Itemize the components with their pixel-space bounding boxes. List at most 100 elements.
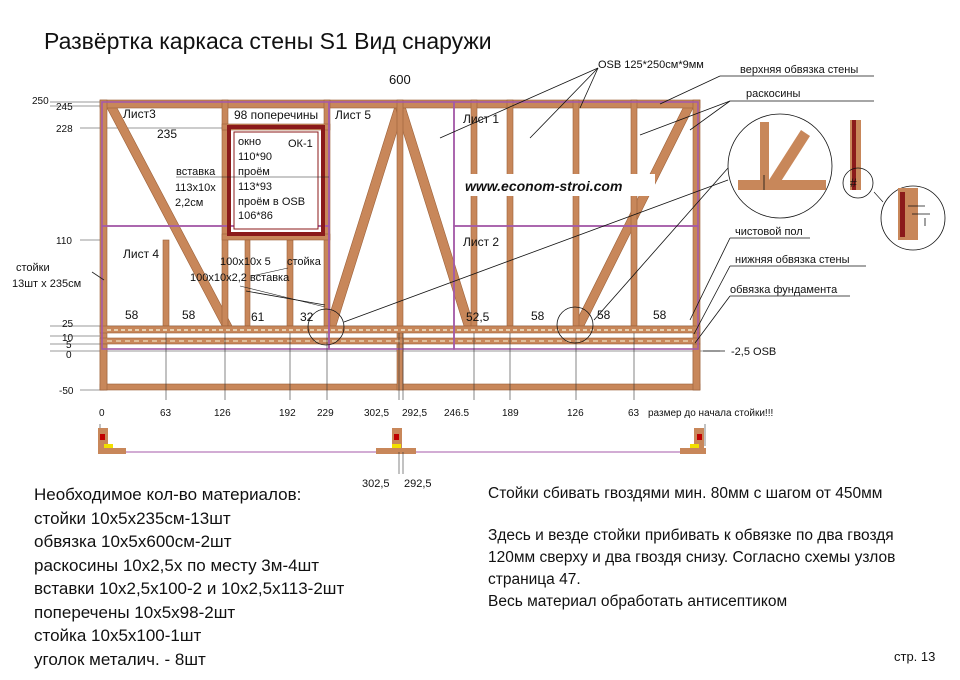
materials-item: уголок металич. - 8шт xyxy=(34,649,206,669)
note-line: 120мм сверху и два гвоздя снизу. Согласн… xyxy=(488,549,896,566)
osb-level-callout: -2,5 OSB xyxy=(731,346,776,358)
stud-word-label: стойка xyxy=(287,256,322,268)
materials-heading: Необходимое кол-во материалов: xyxy=(34,485,302,504)
materials-item: стойки 10x5x235см-13шт xyxy=(34,508,231,528)
materials-item: вставки 10x2,5x100-2 и 10x2,5x113-2шт xyxy=(34,579,345,598)
pier xyxy=(99,343,108,391)
brace-center-left xyxy=(325,105,406,327)
x-reference-lines xyxy=(165,333,635,400)
window-label-4: 113*93 xyxy=(238,181,272,193)
x-tick: 189 xyxy=(502,408,519,419)
pier xyxy=(692,343,701,391)
stud xyxy=(470,99,478,327)
plan-node-left xyxy=(98,428,126,454)
y-tick: 5 xyxy=(66,340,72,351)
braces-callout: раскосины xyxy=(746,88,801,100)
bottom-dim-label: 302,5 xyxy=(362,478,390,490)
stud xyxy=(162,239,170,327)
stud-leader xyxy=(239,285,326,308)
studs-label: 13шт x 235см xyxy=(12,278,81,290)
finish-floor-callout: чистовой пол xyxy=(735,226,803,238)
y-tick: -50 xyxy=(59,386,74,397)
website-watermark: www.econom-stroi.com xyxy=(465,178,622,194)
studs-label: стойки xyxy=(16,262,50,274)
y-tick: 10 xyxy=(62,333,74,344)
spacing-label: 58 xyxy=(597,308,611,322)
corner-detail-view xyxy=(727,113,833,219)
spacing-label: 58 xyxy=(182,308,196,322)
sheet-label: Лист 5 xyxy=(335,108,371,122)
x-tick: 302,5 xyxy=(364,408,389,419)
x-ticks-note: размер до начала стойки!!! xyxy=(648,408,773,419)
note-line: страница 47. xyxy=(488,571,581,588)
materials-list: Необходимое кол-во материалов: стойки 10… xyxy=(34,483,344,671)
window-label-5: проём в OSB xyxy=(238,196,305,208)
detail-connector xyxy=(873,191,884,203)
x-tick: 292,5 xyxy=(402,408,427,419)
sheet-label: Лист3 xyxy=(123,107,156,121)
spacing-labels: 58 58 61 32 52,5 58 58 58 xyxy=(125,308,667,324)
materials-item: обвязка 10x5x600см-2шт xyxy=(34,532,232,551)
x-tick: 192 xyxy=(279,408,296,419)
window-label-3: проём xyxy=(238,166,270,178)
x-tick: 246.5 xyxy=(444,408,469,419)
pier xyxy=(396,343,404,391)
window-inner-frame xyxy=(233,131,319,230)
website-bg xyxy=(455,174,655,196)
stud xyxy=(506,99,514,327)
y-tick: 228 xyxy=(56,124,73,135)
callout-leaders xyxy=(245,67,874,352)
sheet-label: Лист 2 xyxy=(463,235,499,249)
note-line: Стойки сбивать гвоздями мин. 80мм с шаго… xyxy=(488,485,883,502)
window-outer-frame xyxy=(227,125,325,236)
y-tick-labels: 250 245 228 110 25 10 5 0 -50 xyxy=(32,96,74,397)
bottom-plan-strip xyxy=(98,424,706,474)
node-highlight-circle xyxy=(307,308,345,346)
width-label: 600 xyxy=(389,72,411,87)
window-id: ОК-1 xyxy=(288,138,313,150)
window-label-1: окно xyxy=(238,136,261,148)
frame xyxy=(99,99,701,391)
x-tick: 0 xyxy=(99,408,105,419)
stud xyxy=(396,99,404,352)
stud-100-label: 100x10x 5 xyxy=(220,256,271,268)
spacing-label: 58 xyxy=(125,308,139,322)
page-number: стр. 13 xyxy=(894,649,936,664)
materials-item: стойка 10x5x100-1шт xyxy=(34,626,202,645)
insert-label: 2,2см xyxy=(175,197,203,209)
bottom-dim-label: 292,5 xyxy=(404,478,432,490)
foundation-detail-view xyxy=(880,185,946,251)
x-tick: 229 xyxy=(317,408,334,419)
y-tick: 25 xyxy=(62,319,74,330)
stud-leader xyxy=(251,267,289,277)
x-tick-labels: 0 63 126 192 229 302,5 292,5 246.5 189 1… xyxy=(99,408,773,419)
bottom-plate xyxy=(99,325,701,334)
top-plate-callout: верхняя обвязка стены xyxy=(740,64,858,76)
studs-arrow xyxy=(91,271,105,281)
x-tick: 63 xyxy=(160,408,172,419)
spacing-label: 58 xyxy=(653,308,667,322)
window-label-2: 110*90 xyxy=(238,151,272,163)
y-tick: 250 xyxy=(32,96,49,107)
brace-center-right xyxy=(394,105,475,327)
plan-node-center xyxy=(376,428,416,454)
x-tick: 63 xyxy=(628,408,640,419)
stud xyxy=(630,99,638,327)
plate-detail-view: # xyxy=(842,120,874,199)
spacing-label: 58 xyxy=(531,309,545,323)
foundation-callout: обвязка фундамента xyxy=(730,284,838,296)
svg-text:#: # xyxy=(850,176,857,190)
window-opening xyxy=(227,125,325,236)
node-highlight-circle xyxy=(556,306,594,344)
y-tick: 245 xyxy=(56,102,73,113)
sheet-label: Лист 4 xyxy=(123,247,159,261)
stud xyxy=(572,99,580,327)
y-tick: 0 xyxy=(66,350,72,361)
x-tick: 126 xyxy=(214,408,231,419)
crossbars-label: 98 поперечины xyxy=(234,108,318,122)
note-line: Весь материал обработать антисептиком xyxy=(488,593,788,610)
y-tick: 110 xyxy=(56,236,72,247)
x-tick: 126 xyxy=(567,408,584,419)
plan-node-right xyxy=(680,428,706,454)
